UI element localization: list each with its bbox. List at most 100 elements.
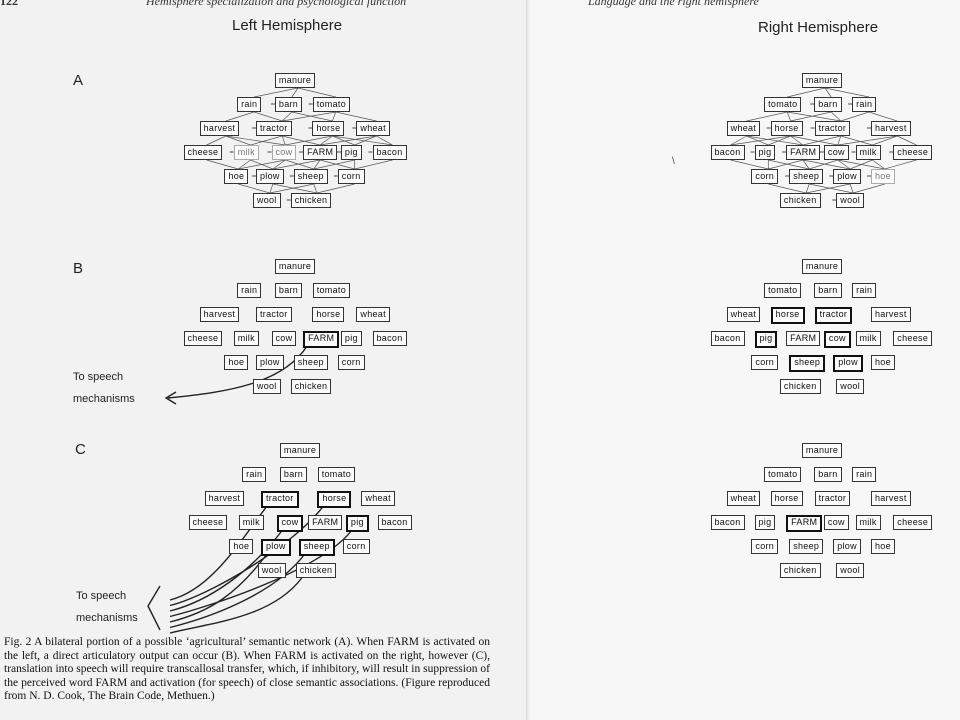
word-box-right-a-chicken: chicken	[779, 193, 821, 208]
word-box-right-c-chicken: chicken	[779, 563, 821, 578]
link-line-diagonal	[768, 159, 810, 170]
link-line-diagonal	[332, 135, 355, 146]
word-box-right-b-hoe: hoe	[871, 355, 895, 370]
link-line-diagonal	[206, 159, 239, 170]
word-box-left-a-chicken: chicken	[290, 193, 332, 208]
link-line-diagonal	[837, 159, 851, 170]
word-box-left-a-cow: cow	[271, 145, 297, 160]
link-line-diagonal	[269, 183, 314, 194]
word-box-left-c-wool: wool	[257, 563, 286, 578]
running-head-right: Language and the right hemisphere	[588, 0, 759, 8]
link-line-diagonal	[291, 111, 333, 122]
link-line-diagonal	[790, 111, 832, 122]
word-box-right-c-horse: horse	[770, 491, 803, 506]
link-line-diagonal	[354, 159, 393, 170]
link-line-diagonal	[225, 111, 255, 122]
running-head-left: Hemisphere specialization and psychologi…	[146, 0, 407, 8]
word-box-right-a-horse: horse	[770, 121, 803, 136]
word-box-right-c-sheep: sheep	[789, 539, 824, 554]
link-line-diagonal	[281, 111, 293, 122]
word-box-right-a-tomato: tomato	[764, 97, 802, 112]
word-box-left-a-horse: horse	[312, 121, 345, 136]
word-box-left-c-plow: plow	[261, 539, 291, 556]
word-box-right-a-harvest: harvest	[871, 121, 911, 136]
word-box-left-a-harvest: harvest	[199, 121, 240, 136]
link-line-diagonal	[285, 135, 333, 146]
word-box-right-a-cow: cow	[823, 145, 849, 160]
word-box-left-b-tomato: tomato	[312, 283, 351, 298]
link-line-diagonal	[837, 135, 842, 146]
link-line-diagonal	[768, 183, 807, 194]
link-line-diagonal	[768, 159, 804, 170]
stray-mark: \	[672, 156, 675, 167]
link-line-diagonal	[313, 183, 318, 194]
panel-label-a: A	[73, 72, 84, 89]
link-line-diagonal	[332, 135, 393, 146]
link-line-diagonal	[269, 183, 274, 194]
link-line-diagonal	[313, 159, 321, 170]
word-box-left-c-bacon: bacon	[377, 515, 412, 530]
link-line-diagonal	[730, 135, 747, 146]
panel-label-b: B	[73, 260, 84, 277]
word-box-left-b-chicken: chicken	[290, 379, 332, 394]
link-line-diagonal	[238, 159, 286, 170]
figure-caption: Fig. 2 A bilateral portion of a possible…	[4, 636, 490, 704]
word-box-right-b-farm: FARM	[786, 331, 821, 346]
link-line-diagonal	[849, 183, 854, 194]
link-line-diagonal	[253, 87, 299, 98]
book-gutter	[526, 0, 530, 720]
link-line-diagonal	[282, 111, 336, 122]
word-box-right-b-chicken: chicken	[779, 379, 821, 394]
word-box-right-b-tomato: tomato	[764, 283, 802, 298]
word-box-right-c-hoe: hoe	[871, 539, 895, 554]
word-box-left-a-wool: wool	[252, 193, 281, 208]
speech-bracket-c	[147, 585, 161, 631]
word-box-right-a-milk: milk	[855, 145, 881, 160]
link-line-diagonal	[897, 135, 917, 146]
word-box-right-a-plow: plow	[833, 169, 861, 184]
word-box-right-a-sheep: sheep	[789, 169, 824, 184]
word-box-right-c-plow: plow	[833, 539, 861, 554]
word-box-left-a-wheat: wheat	[356, 121, 390, 136]
link-line-diagonal	[746, 135, 769, 146]
word-box-left-a-farm: FARM	[303, 145, 338, 160]
word-box-right-a-hoe: hoe	[871, 169, 895, 184]
link-line-diagonal	[802, 135, 841, 146]
speech-arrow-c	[169, 553, 306, 629]
speech-label-c-line1: To speech	[76, 590, 127, 602]
word-box-right-b-horse: horse	[770, 307, 805, 324]
word-box-right-b-cheese: cheese	[893, 331, 933, 346]
word-box-left-c-cow: cow	[276, 515, 304, 532]
word-box-right-c-farm: FARM	[786, 515, 823, 532]
word-box-right-a-pig: pig	[754, 145, 776, 160]
link-line-diagonal	[291, 87, 299, 98]
word-box-left-a-sheep: sheep	[293, 169, 328, 184]
link-line-diagonal	[837, 135, 898, 146]
word-box-left-b-corn: corn	[337, 355, 365, 370]
speech-label-b-line1: To speech	[73, 371, 124, 383]
word-box-left-b-manure: manure	[274, 259, 316, 274]
word-box-right-b-sheep: sheep	[789, 355, 826, 372]
link-line-diagonal	[787, 111, 841, 122]
link-line-diagonal	[806, 183, 851, 194]
word-box-left-c-chicken: chicken	[295, 563, 337, 578]
link-line-diagonal	[250, 135, 283, 146]
word-box-left-b-bacon: bacon	[372, 331, 407, 346]
link-line-diagonal	[225, 135, 251, 146]
link-line-diagonal	[809, 159, 838, 170]
word-box-right-b-rain: rain	[852, 283, 877, 298]
word-box-right-a-barn: barn	[814, 97, 842, 112]
word-box-right-c-barn: barn	[814, 467, 842, 482]
link-line-diagonal	[849, 159, 873, 170]
link-line-diagonal	[840, 111, 870, 122]
word-box-right-b-cow: cow	[823, 331, 851, 348]
link-line-diagonal	[253, 111, 283, 122]
word-box-left-c-manure: manure	[279, 443, 321, 458]
word-box-left-b-wool: wool	[252, 379, 281, 394]
word-box-right-c-tractor: tractor	[814, 491, 851, 506]
word-box-left-a-pig: pig	[340, 145, 362, 160]
speech-arrow-c	[169, 553, 268, 623]
word-box-left-b-cow: cow	[271, 331, 297, 346]
link-line-diagonal	[853, 183, 885, 194]
link-line-diagonal	[272, 159, 321, 170]
